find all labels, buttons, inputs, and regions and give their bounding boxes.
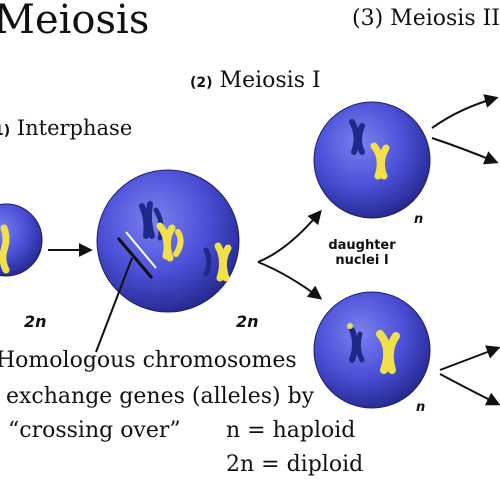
interphase-cell [0,203,43,277]
daughter-cell-bottom [313,291,431,409]
ploidy-label-meiosis1: 2n [236,312,259,331]
arrow-bottom-up [439,345,500,371]
daughter-label-line2: nuclei I [335,253,389,268]
caption-line3: “crossing over” [8,418,181,443]
caption-line1: Homologous chromosomes [0,348,297,373]
caption-line2: exchange genes (alleles) by [6,384,315,409]
arrow-bottom-down [439,373,500,406]
ploidy-label-daughter-top: n [414,212,424,227]
daughter-nuclei-label: daughter nuclei I [328,238,396,268]
daughter-cell-top [313,101,431,219]
stage1-number: 1) [0,123,11,139]
crossing-over-pointer [95,257,133,353]
stage1-name: Interphase [16,116,133,140]
stage2-number: (2) [190,75,213,91]
daughter-label-line1: daughter [328,238,396,253]
legend-diploid: 2n = diploid [226,452,364,477]
stage1-label: 1) Interphase [0,115,132,144]
arrow-to-daughter-top [257,209,322,263]
ploidy-label-interphase: 2n [24,312,47,331]
ploidy-label-daughter-bottom: n [416,400,426,415]
stage2-name: Meiosis I [219,68,321,93]
arrow-top-up [431,94,499,129]
stage3-number: (3) [352,6,384,31]
legend-haploid: n = haploid [226,418,356,443]
stage2-label: (2) Meiosis I [190,68,321,96]
meiosis1-cell [96,169,240,313]
diagram-title: Meiosis [0,0,150,43]
stage3-label: (3) Meiosis II [352,6,500,32]
stage3-name: Meiosis II [390,6,500,31]
arrow-to-daughter-bottom [257,261,323,300]
arrow-top-down [431,137,499,165]
